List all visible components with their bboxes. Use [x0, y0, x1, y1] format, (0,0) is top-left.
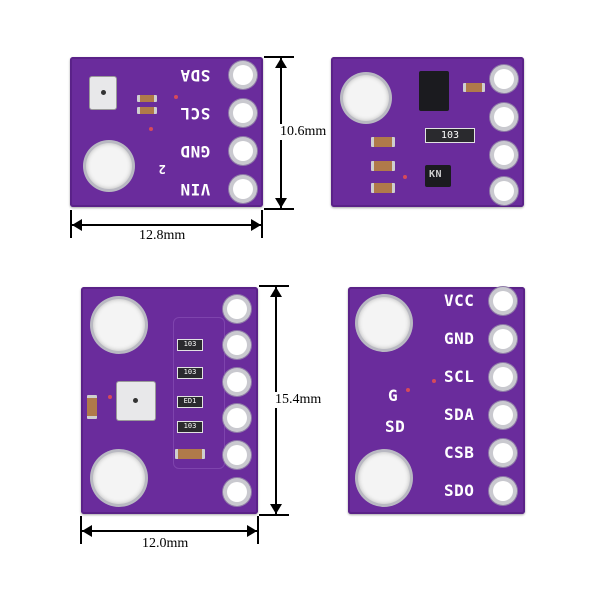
resistor: ED1: [177, 396, 203, 408]
pin-label-sda: SDA: [444, 405, 475, 424]
capacitor: [137, 107, 157, 114]
pin-pad: [233, 65, 253, 85]
pin-pad: [227, 299, 247, 319]
pin-label-csb: CSB: [444, 443, 475, 462]
dimension-label-top-height: 10.6mm: [279, 124, 328, 140]
capacitor: [137, 95, 157, 102]
pin-pad: [493, 291, 513, 311]
dimension-tick: [80, 516, 82, 544]
pin-pad: [233, 141, 253, 161]
pin-pad: [233, 179, 253, 199]
capacitor: [87, 395, 97, 419]
sensor-board-top-left: SDA SCL GND VIN 2: [70, 57, 263, 207]
sensor-board-top-right: 103 KN: [331, 57, 524, 207]
aux-label: 2: [158, 162, 166, 176]
pin-pad: [494, 107, 514, 127]
resistor: 103: [177, 367, 203, 379]
mosfet-chip: [425, 165, 451, 187]
capacitor: [371, 161, 395, 171]
sensor-chip: [117, 382, 155, 420]
pin-label-vin: VIN: [180, 180, 211, 199]
mounting-hole: [358, 297, 410, 349]
pin-pad: [493, 329, 513, 349]
pin-pad: [494, 181, 514, 201]
resistor: 103: [177, 421, 203, 433]
sensor-board-bottom-left: 103 103 ED1 103: [81, 287, 258, 514]
dimension-tick: [259, 285, 289, 287]
capacitor: [371, 137, 395, 147]
chip-marking: KN: [429, 169, 443, 180]
dimension-tick: [70, 210, 72, 238]
resistor-array: 103: [425, 128, 475, 143]
sensor-board-bottom-right: G SD VCC GND SCL SDA CSB SDO: [348, 287, 525, 514]
pin-pad: [493, 405, 513, 425]
dimension-line-bottom-width: [82, 530, 257, 532]
regulator-chip: [419, 71, 449, 111]
mounting-hole: [343, 75, 389, 121]
sensor-chip: [90, 77, 116, 109]
pin-pad: [227, 445, 247, 465]
pin-pad: [227, 482, 247, 502]
capacitor: [371, 183, 395, 193]
pin-pad: [233, 103, 253, 123]
capacitor: [175, 449, 205, 459]
pin-pad: [493, 443, 513, 463]
dimension-label-bottom-width: 12.0mm: [141, 536, 190, 552]
mounting-hole: [93, 299, 145, 351]
pin-label-sdo: SDO: [444, 481, 475, 500]
mounting-hole: [93, 452, 145, 504]
dimension-tick: [261, 210, 263, 238]
pin-label-vcc: VCC: [444, 291, 475, 310]
dimension-label-top-width: 12.8mm: [138, 228, 187, 244]
dimension-line-top-width: [72, 224, 261, 226]
pin-pad: [227, 372, 247, 392]
dimension-tick: [264, 208, 294, 210]
side-label-sd: SD: [385, 417, 406, 436]
dimension-tick: [259, 514, 289, 516]
mounting-hole: [358, 452, 410, 504]
dimension-tick: [264, 56, 294, 58]
capacitor: [463, 83, 485, 92]
pin-pad: [493, 481, 513, 501]
pin-pad: [227, 408, 247, 428]
side-label-g: G: [388, 386, 399, 405]
pin-label-scl: SCL: [180, 104, 211, 123]
dimension-label-bottom-height: 15.4mm: [274, 392, 323, 408]
pin-label-sda: SDA: [180, 66, 211, 85]
pin-label-gnd: GND: [444, 329, 475, 348]
resistor: 103: [177, 339, 203, 351]
pin-pad: [494, 69, 514, 89]
pin-pad: [494, 145, 514, 165]
mounting-hole: [86, 143, 132, 189]
pin-pad: [493, 367, 513, 387]
pin-pad: [227, 335, 247, 355]
dimension-tick: [257, 516, 259, 544]
pin-label-gnd: GND: [180, 142, 211, 161]
pin-label-scl: SCL: [444, 367, 475, 386]
